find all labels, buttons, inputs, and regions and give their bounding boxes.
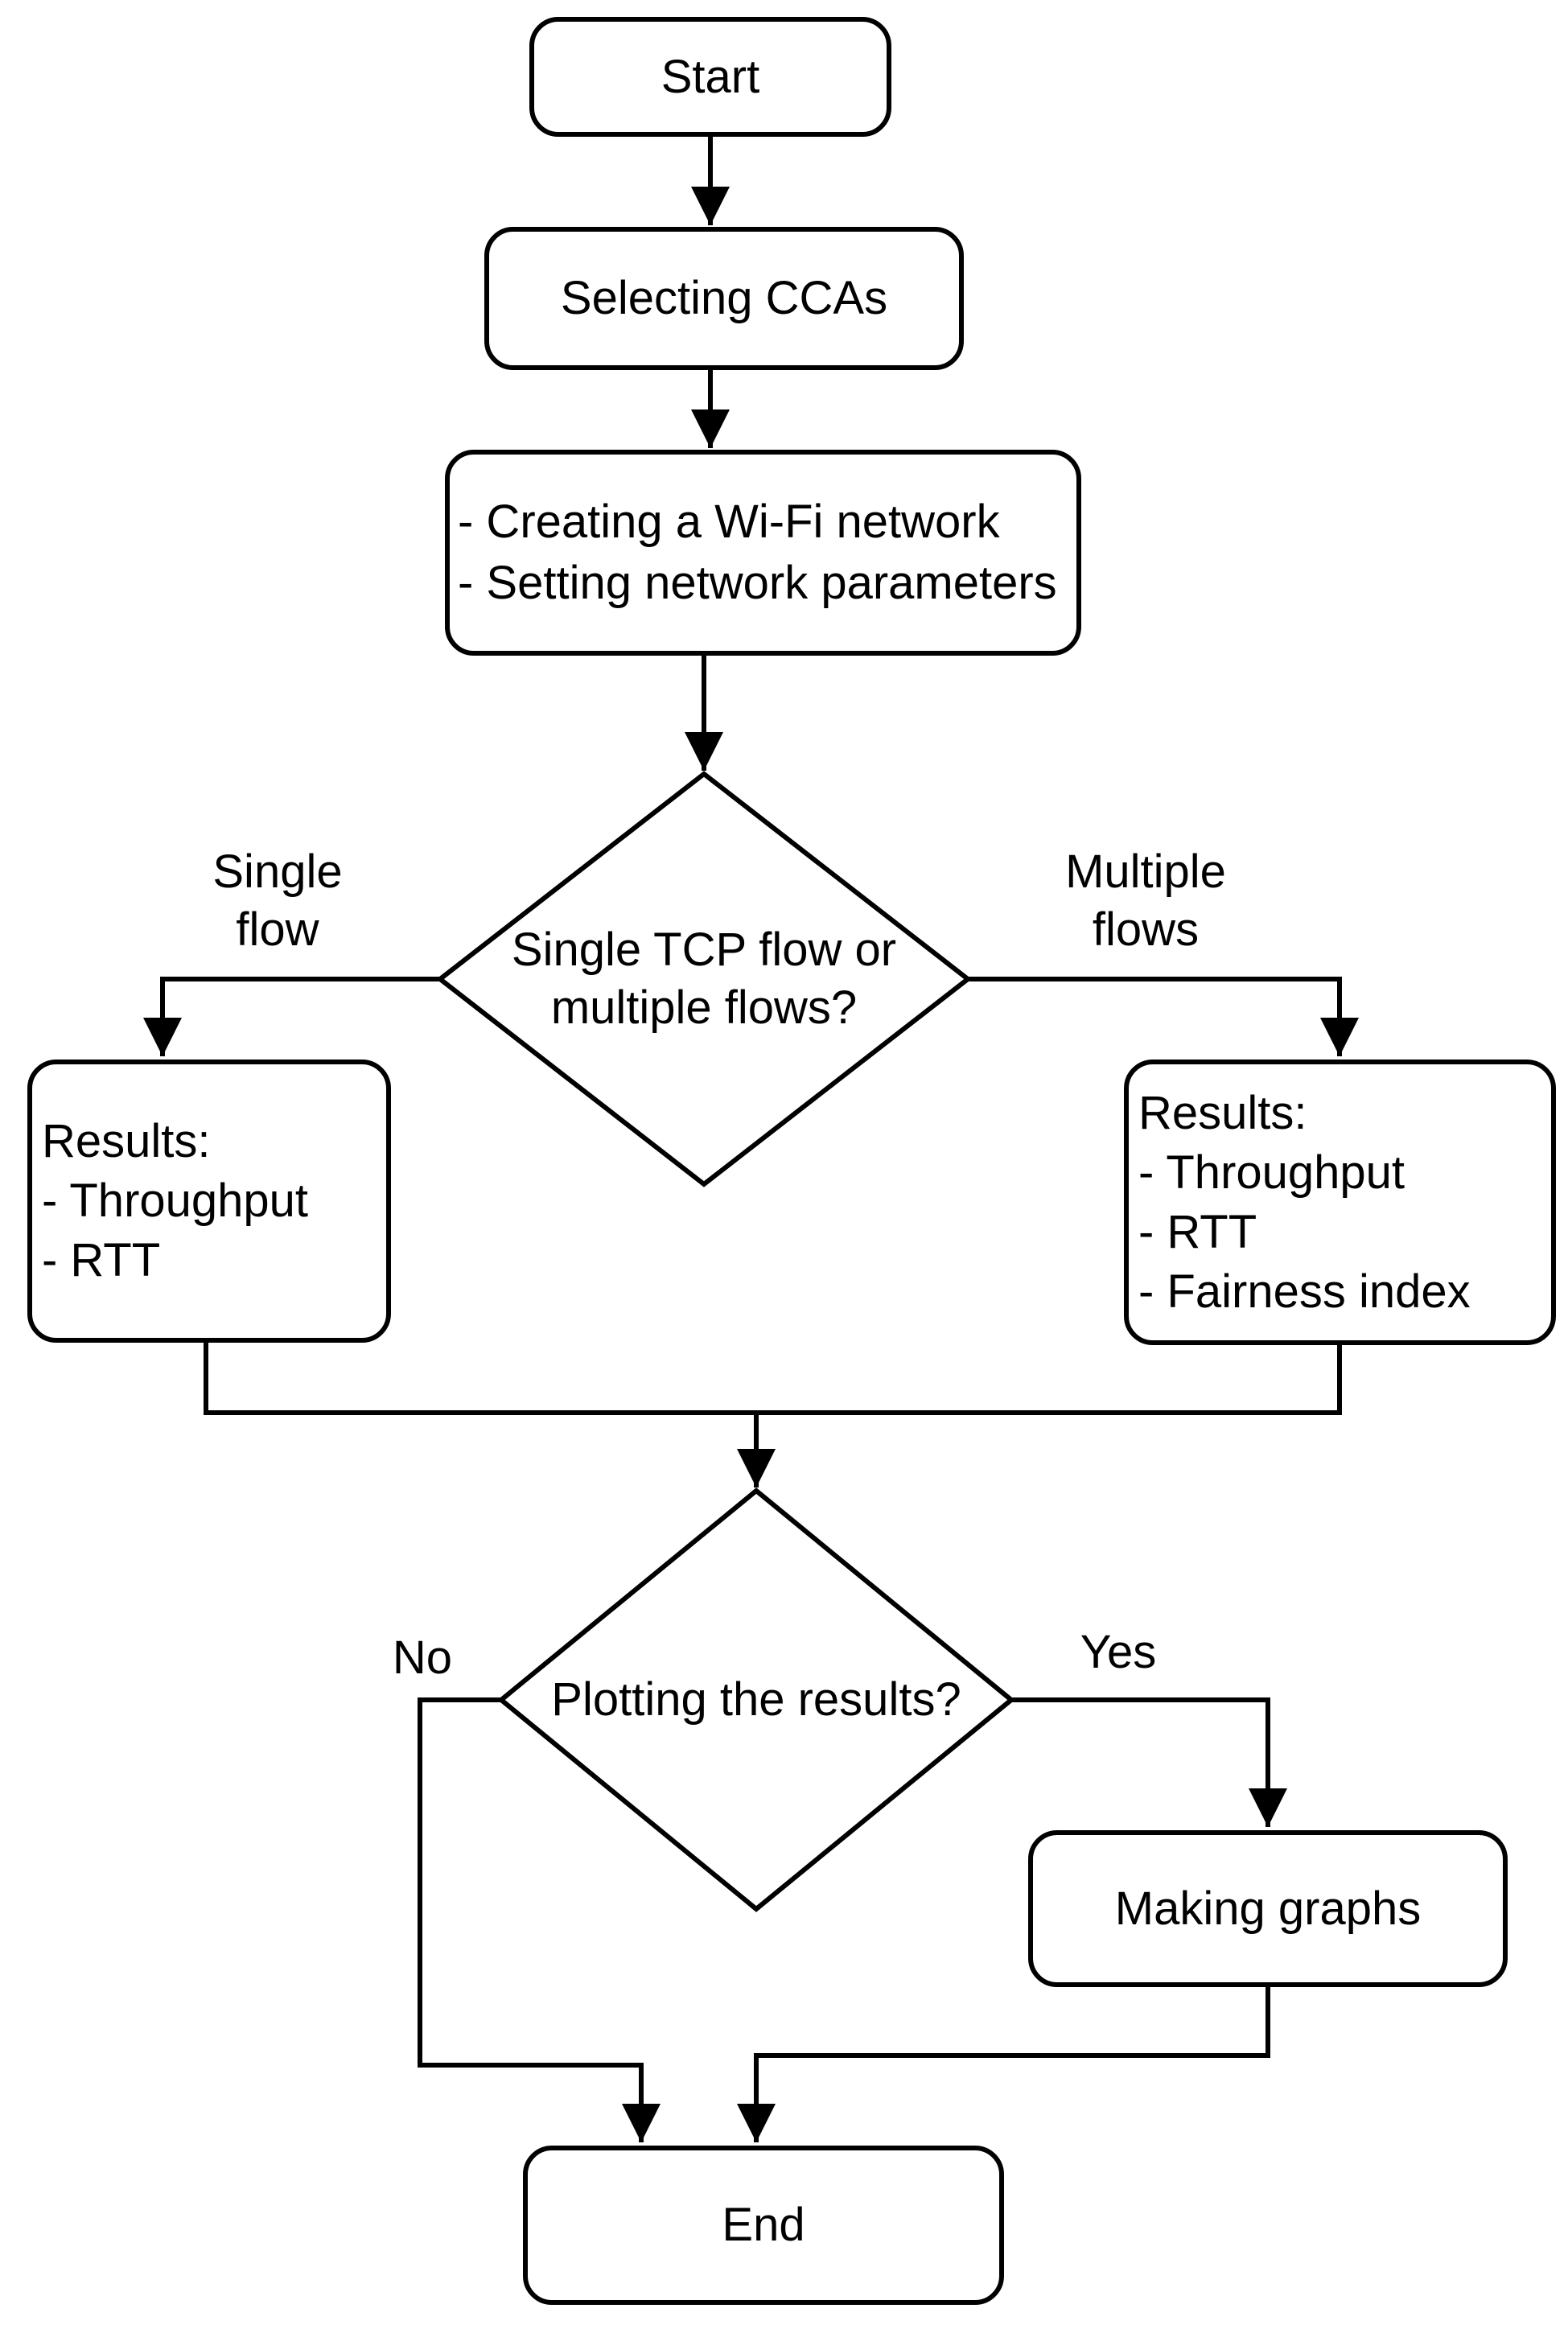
edge-plotting-yes-to-graphs — [1011, 1697, 1287, 1827]
label-yes: Yes — [1054, 1623, 1183, 1681]
decision-plotting-text: Plotting the results? — [501, 1673, 1011, 1726]
results-multiple-line-4: - Fairness index — [1138, 1265, 1471, 1318]
label-multiple-flows-line-2: flows — [1092, 903, 1200, 956]
edge-decision-to-results-multiple — [968, 977, 1359, 1056]
node-end-label: End — [722, 2199, 805, 2251]
decision-flows-line-1: Single TCP flow or — [511, 924, 897, 976]
label-yes-text: Yes — [1080, 1626, 1157, 1678]
label-no: No — [358, 1629, 487, 1687]
node-end: End — [523, 2146, 1004, 2305]
decision-flows-text: Single TCP flow or multiple flows? — [451, 921, 957, 1037]
label-single-flow-line-2: flow — [236, 903, 319, 956]
node-start: Start — [529, 17, 891, 137]
edge-plotting-no-to-end — [418, 1697, 661, 2142]
results-multiple-line-2: - Throughput — [1138, 1146, 1405, 1199]
edge-decision-to-results-single — [143, 977, 440, 1056]
node-results-multiple: Results: - Throughput - RTT - Fairness i… — [1124, 1060, 1556, 1345]
results-single-line-2: - Throughput — [42, 1175, 309, 1227]
decision-plotting-label: Plotting the results? — [551, 1673, 961, 1726]
node-start-label: Start — [661, 50, 760, 103]
results-multiple-line-1: Results: — [1138, 1086, 1307, 1139]
network-setup-line-2: - Setting network parameters — [458, 557, 1057, 609]
node-results-single: Results: - Throughput - RTT — [27, 1060, 391, 1343]
decision-plotting-diamond — [497, 1488, 1015, 1912]
edge-graphs-to-end — [737, 1987, 1270, 2142]
edge-results-merge-line — [204, 1343, 1342, 1415]
label-single-flow: Single flow — [153, 843, 402, 959]
label-multiple-flows-line-1: Multiple — [1065, 846, 1226, 898]
node-selecting-ccas: Selecting CCAs — [484, 227, 964, 370]
results-multiple-line-3: - RTT — [1138, 1205, 1257, 1258]
decision-flows-diamond — [436, 771, 972, 1187]
node-making-graphs: Making graphs — [1028, 1830, 1508, 1987]
label-single-flow-line-1: Single — [212, 846, 343, 898]
label-no-text: No — [392, 1632, 453, 1684]
node-selecting-ccas-label: Selecting CCAs — [560, 272, 888, 324]
making-graphs-label: Making graphs — [1114, 1882, 1422, 1935]
decision-flows-line-2: multiple flows? — [550, 981, 858, 1034]
label-multiple-flows: Multiple flows — [1021, 843, 1270, 959]
node-network-setup: - Creating a Wi-Fi network - Setting net… — [445, 450, 1081, 656]
network-setup-line-1: - Creating a Wi-Fi network — [458, 496, 1000, 548]
results-single-line-3: - RTT — [42, 1234, 161, 1286]
results-single-line-1: Results: — [42, 1115, 211, 1167]
